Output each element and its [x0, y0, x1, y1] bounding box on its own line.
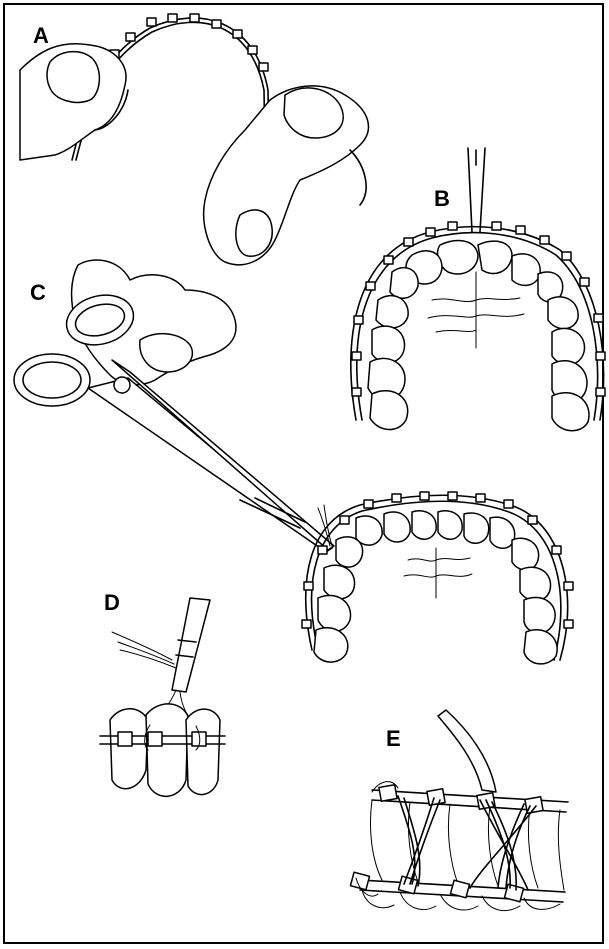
- tooth-d-1: [110, 709, 148, 789]
- panel-b-arch-bar-on-maxilla: [351, 148, 605, 431]
- panel-c-mandibular-arch: [302, 492, 573, 664]
- wire-loops-left: [398, 796, 440, 886]
- tooth-d-2: [146, 704, 188, 796]
- palatal-rugae: [428, 272, 524, 348]
- maxillary-teeth-b: [368, 241, 589, 431]
- probe-instrument: [468, 148, 485, 232]
- wire-instrument-e: [438, 710, 496, 792]
- hemostat-shank-upper: [112, 360, 334, 550]
- tooth-d-3: [186, 709, 220, 794]
- wire-loops-right: [470, 800, 536, 890]
- panel-a-hands-bending-arch-bar: [20, 14, 368, 265]
- wire-ends-d: [112, 632, 176, 668]
- panel-d-ligature-twisting: [100, 598, 225, 796]
- right-fingertip: [236, 210, 272, 256]
- hemostat-hinge: [114, 377, 130, 393]
- left-thumbnail: [47, 52, 99, 103]
- panel-c-hemostat: [14, 260, 334, 552]
- panel-e-intermaxillary-fixation: [350, 710, 568, 911]
- teeth-outlines-e: [370, 800, 564, 890]
- needle-holder-d: [172, 598, 210, 692]
- palatal-lines-c: [404, 548, 472, 598]
